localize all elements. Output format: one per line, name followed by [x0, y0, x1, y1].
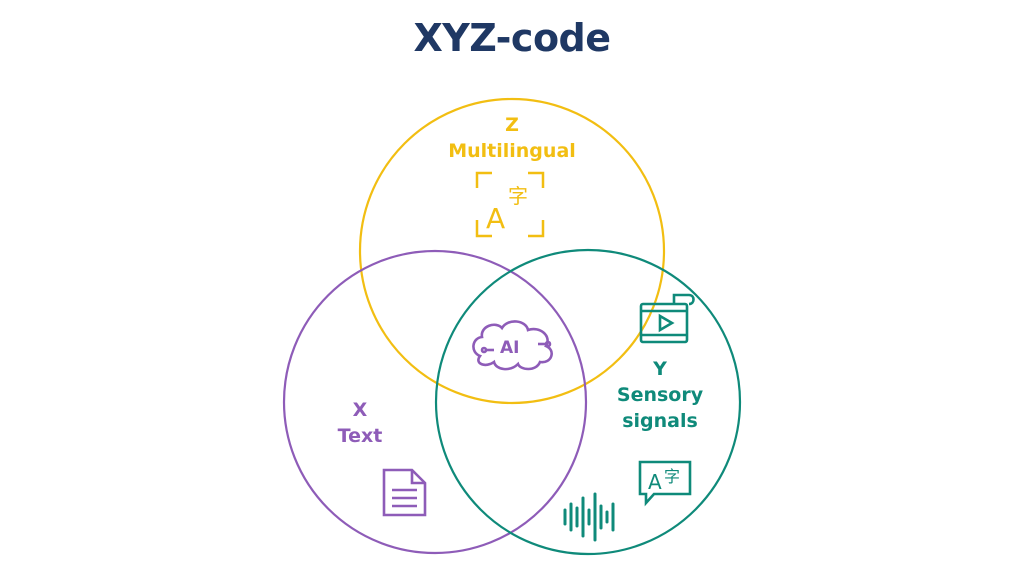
label-y-letter: Y: [653, 358, 667, 380]
label-z-text: Multilingual: [448, 140, 576, 162]
label-x-text-value: Text: [337, 425, 383, 447]
label-z-multilingual: Z Multilingual: [412, 112, 612, 164]
ai-brain-text: AI: [500, 338, 519, 358]
translate-bracket-icon: A 字: [475, 171, 545, 238]
speech-translate-icon: A 字: [638, 460, 692, 507]
circle-x-text: [282, 249, 588, 555]
speech-cjk-glyph: 字: [664, 467, 680, 486]
label-z-letter: Z: [505, 114, 519, 136]
label-x-letter: X: [352, 399, 368, 421]
circle-y-sensory: [434, 248, 742, 556]
document-icon: [382, 468, 427, 517]
video-film-icon: [639, 293, 695, 344]
translate-latin-glyph: A: [486, 202, 505, 235]
label-y-line1: Sensory: [616, 384, 704, 406]
circle-z-multilingual: [358, 97, 666, 405]
label-y-line2: signals: [622, 410, 698, 432]
translate-cjk-glyph: 字: [508, 184, 528, 208]
speech-latin-glyph: A: [648, 470, 662, 494]
label-y-sensory: Y Sensory signals: [600, 356, 720, 434]
label-x-text: X Text: [300, 397, 420, 449]
ai-brain-icon: AI: [472, 320, 553, 371]
diagram-title: XYZ-code: [413, 16, 611, 60]
audio-waveform-icon: [563, 492, 615, 542]
